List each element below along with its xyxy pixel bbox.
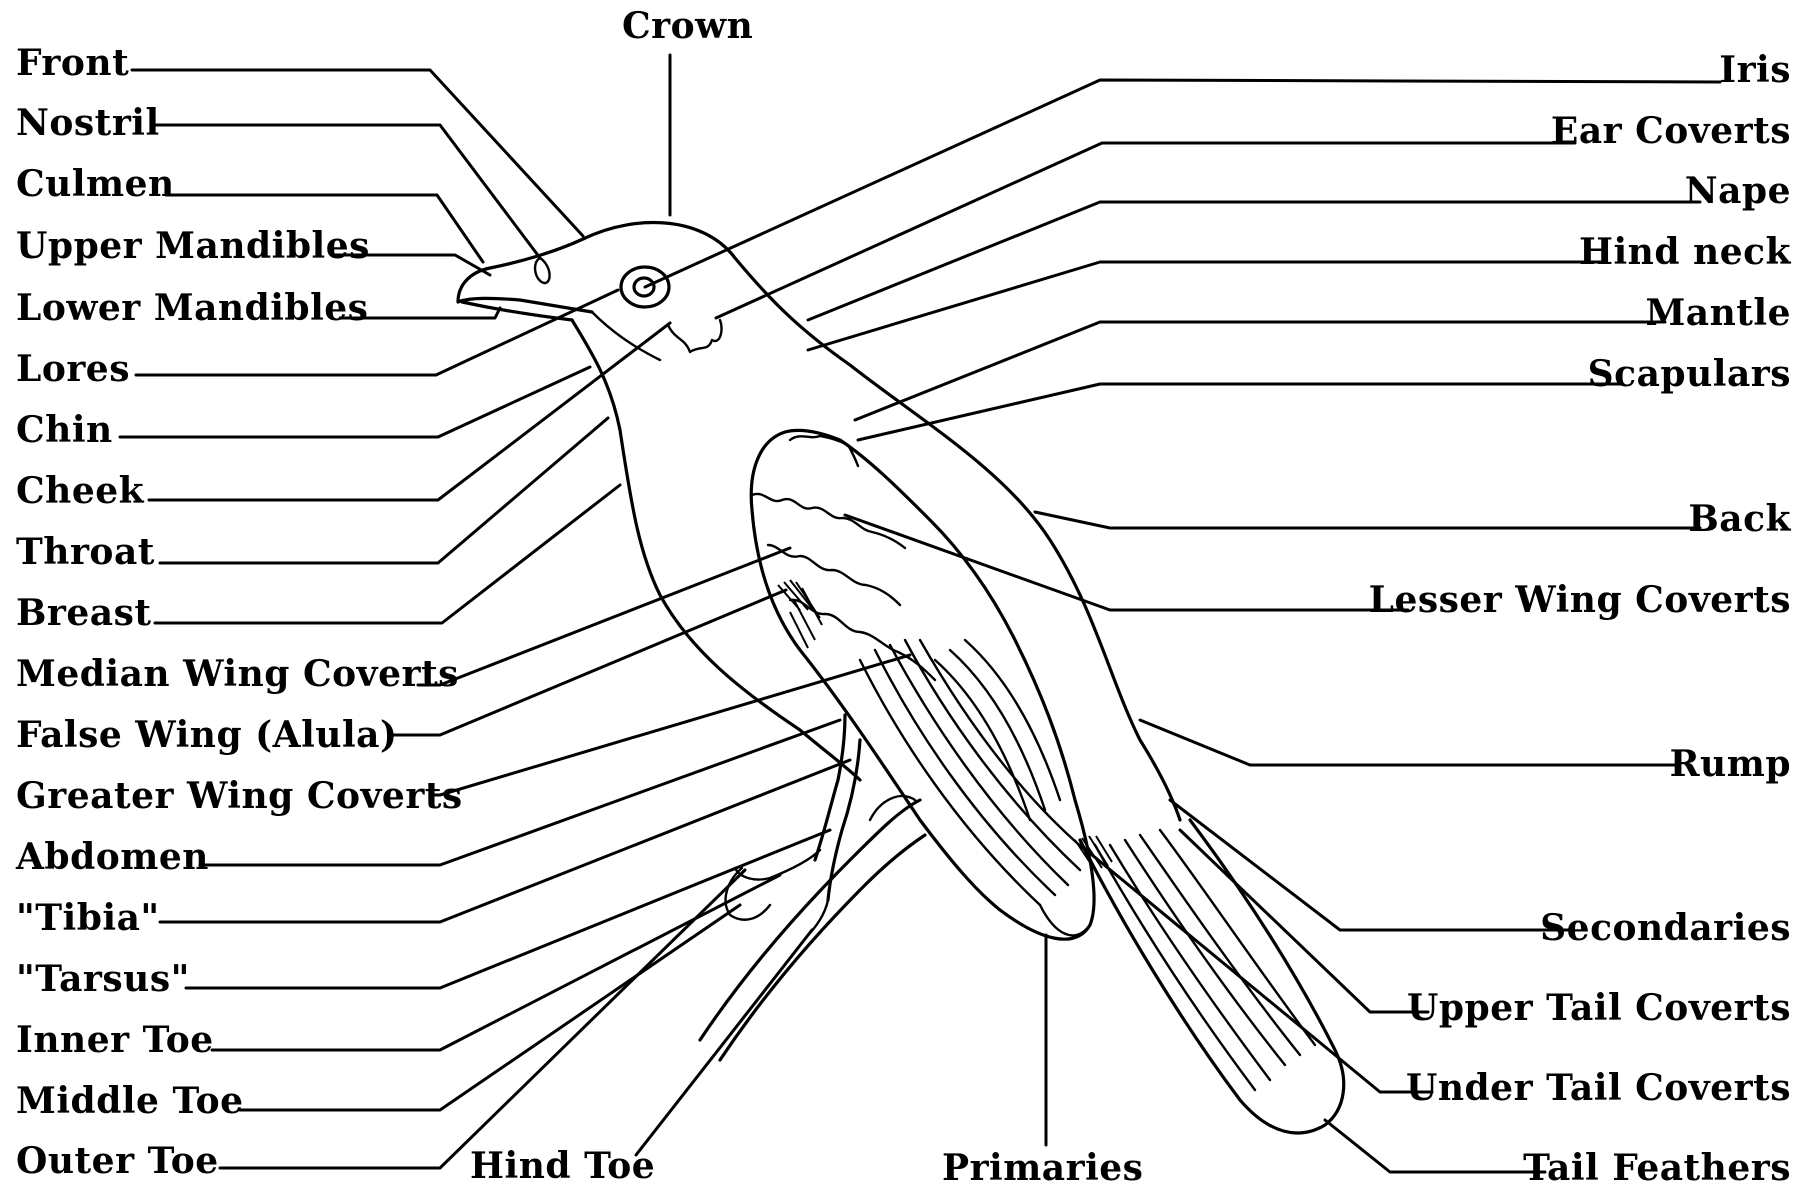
scapular-feathers (790, 436, 858, 466)
leader-back (1035, 512, 1700, 528)
label-culmen: Culmen (16, 163, 175, 205)
label-throat: Throat (16, 531, 155, 573)
label-hind-neck: Hind neck (1579, 231, 1792, 273)
label-back: Back (1688, 498, 1791, 540)
label-hind-toe: Hind Toe (470, 1145, 655, 1185)
lesser-covert-scallops (752, 494, 905, 548)
label-greater-wing-coverts: Greater Wing Coverts (16, 775, 463, 817)
label-inner-toe: Inner Toe (16, 1019, 214, 1061)
label-lesser-wing-coverts: Lesser Wing Coverts (1369, 579, 1791, 621)
secondary-feathers (935, 640, 1060, 820)
label-outer-toe: Outer Toe (16, 1140, 219, 1182)
label-tibia: "Tibia" (16, 897, 160, 939)
leader-median-wing-coverts (418, 548, 790, 685)
label-upper-tail-coverts: Upper Tail Coverts (1407, 987, 1791, 1029)
leader-throat (160, 418, 608, 563)
label-scapulars: Scapulars (1588, 353, 1791, 395)
leader-secondaries (1170, 800, 1570, 930)
leader-breast (155, 485, 620, 623)
ear-coverts-tuft (668, 320, 722, 352)
bird-head-outline (583, 222, 1180, 820)
label-lower-mandibles: Lower Mandibles (16, 287, 368, 329)
label-middle-toe: Middle Toe (16, 1080, 244, 1122)
label-tail-feathers: Tail Feathers (1523, 1147, 1791, 1185)
label-ear-coverts: Ear Coverts (1551, 110, 1791, 152)
leader-chin (120, 367, 590, 437)
label-crown: Crown (622, 5, 753, 47)
label-median-wing-coverts: Median Wing Coverts (16, 653, 459, 695)
label-primaries: Primaries (942, 1147, 1143, 1185)
label-nostril: Nostril (16, 102, 160, 144)
label-front: Front (16, 42, 129, 84)
leader-hind-neck (808, 262, 1605, 350)
tail-feathers (1080, 820, 1344, 1133)
label-lores: Lores (16, 348, 130, 390)
label-mantle: Mantle (1645, 292, 1791, 334)
label-secondaries: Secondaries (1540, 907, 1791, 949)
label-abdomen: Abdomen (15, 836, 209, 878)
label-iris: Iris (1719, 49, 1791, 91)
labels-right: Iris Ear Coverts Nape Hind neck Mantle S… (1369, 49, 1792, 1185)
leader-ear-coverts (716, 143, 1575, 318)
nostril (535, 258, 550, 283)
label-nape: Nape (1685, 170, 1791, 212)
leader-cheek (149, 323, 670, 500)
bird-illustration (458, 222, 1344, 1132)
label-false-wing: False Wing (Alula) (16, 714, 398, 756)
label-chin: Chin (16, 409, 113, 451)
label-cheek: Cheek (16, 470, 145, 512)
chin-line (592, 312, 660, 360)
leader-mantle (855, 322, 1665, 420)
label-upper-mandibles: Upper Mandibles (16, 225, 370, 267)
bird-legs (726, 715, 860, 935)
leader-scapulars (858, 384, 1620, 440)
leader-rump (1140, 720, 1680, 765)
leader-front (132, 70, 583, 236)
leader-outer-toe (220, 870, 745, 1168)
upper-mandible (458, 239, 592, 312)
bird-front-outline (572, 320, 860, 780)
labels-left: Front Nostril Culmen Upper Mandibles Low… (15, 42, 463, 1182)
label-rump: Rump (1670, 743, 1791, 785)
label-under-tail-coverts: Under Tail Coverts (1406, 1067, 1791, 1109)
label-tarsus: "Tarsus" (16, 958, 190, 1000)
leader-hind-toe (636, 930, 812, 1155)
leader-tail-feathers (1325, 1120, 1545, 1172)
label-breast: Breast (16, 592, 152, 634)
